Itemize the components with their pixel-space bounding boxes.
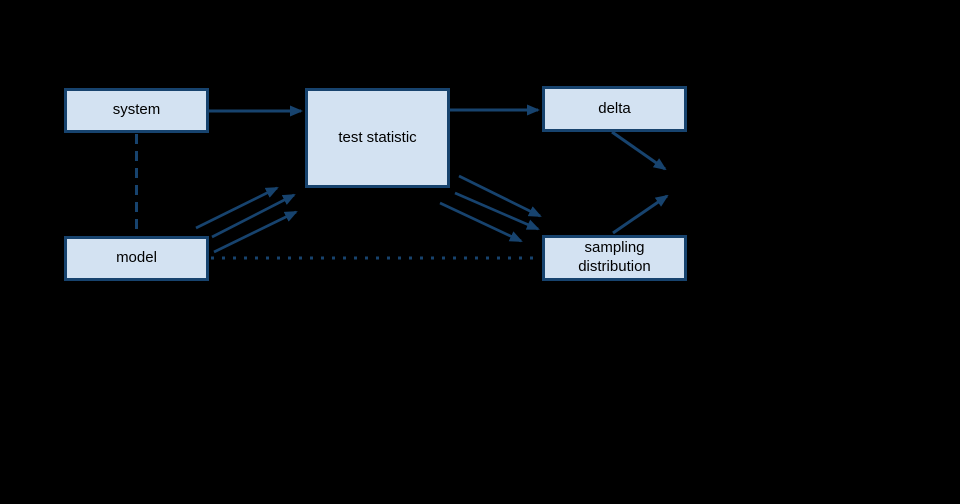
node-model: model	[64, 236, 209, 281]
node-test-statistic: test statistic	[305, 88, 450, 188]
edge-test-statistic-to-sampling-3	[439, 201, 523, 243]
node-delta: delta	[542, 86, 687, 132]
node-sampling-distribution-label: sampling distribution	[578, 239, 651, 275]
edge-test-statistic-to-sampling-2	[454, 191, 540, 231]
node-test-statistic-label: test statistic	[338, 128, 417, 146]
node-system: system	[64, 88, 209, 133]
edge-sampling-to-convergence	[612, 194, 669, 235]
edge-model-to-test-statistic-3	[213, 210, 298, 254]
node-model-label: model	[116, 249, 157, 267]
edge-model-to-test-statistic-1	[195, 186, 279, 230]
node-sampling-distribution: sampling distribution	[542, 235, 687, 281]
node-system-label: system	[112, 101, 161, 119]
node-delta-label: delta	[598, 99, 631, 117]
edge-test-statistic-to-sampling-1	[458, 174, 542, 218]
edge-delta-to-convergence	[611, 130, 667, 171]
edge-model-to-test-statistic-2	[211, 193, 296, 239]
